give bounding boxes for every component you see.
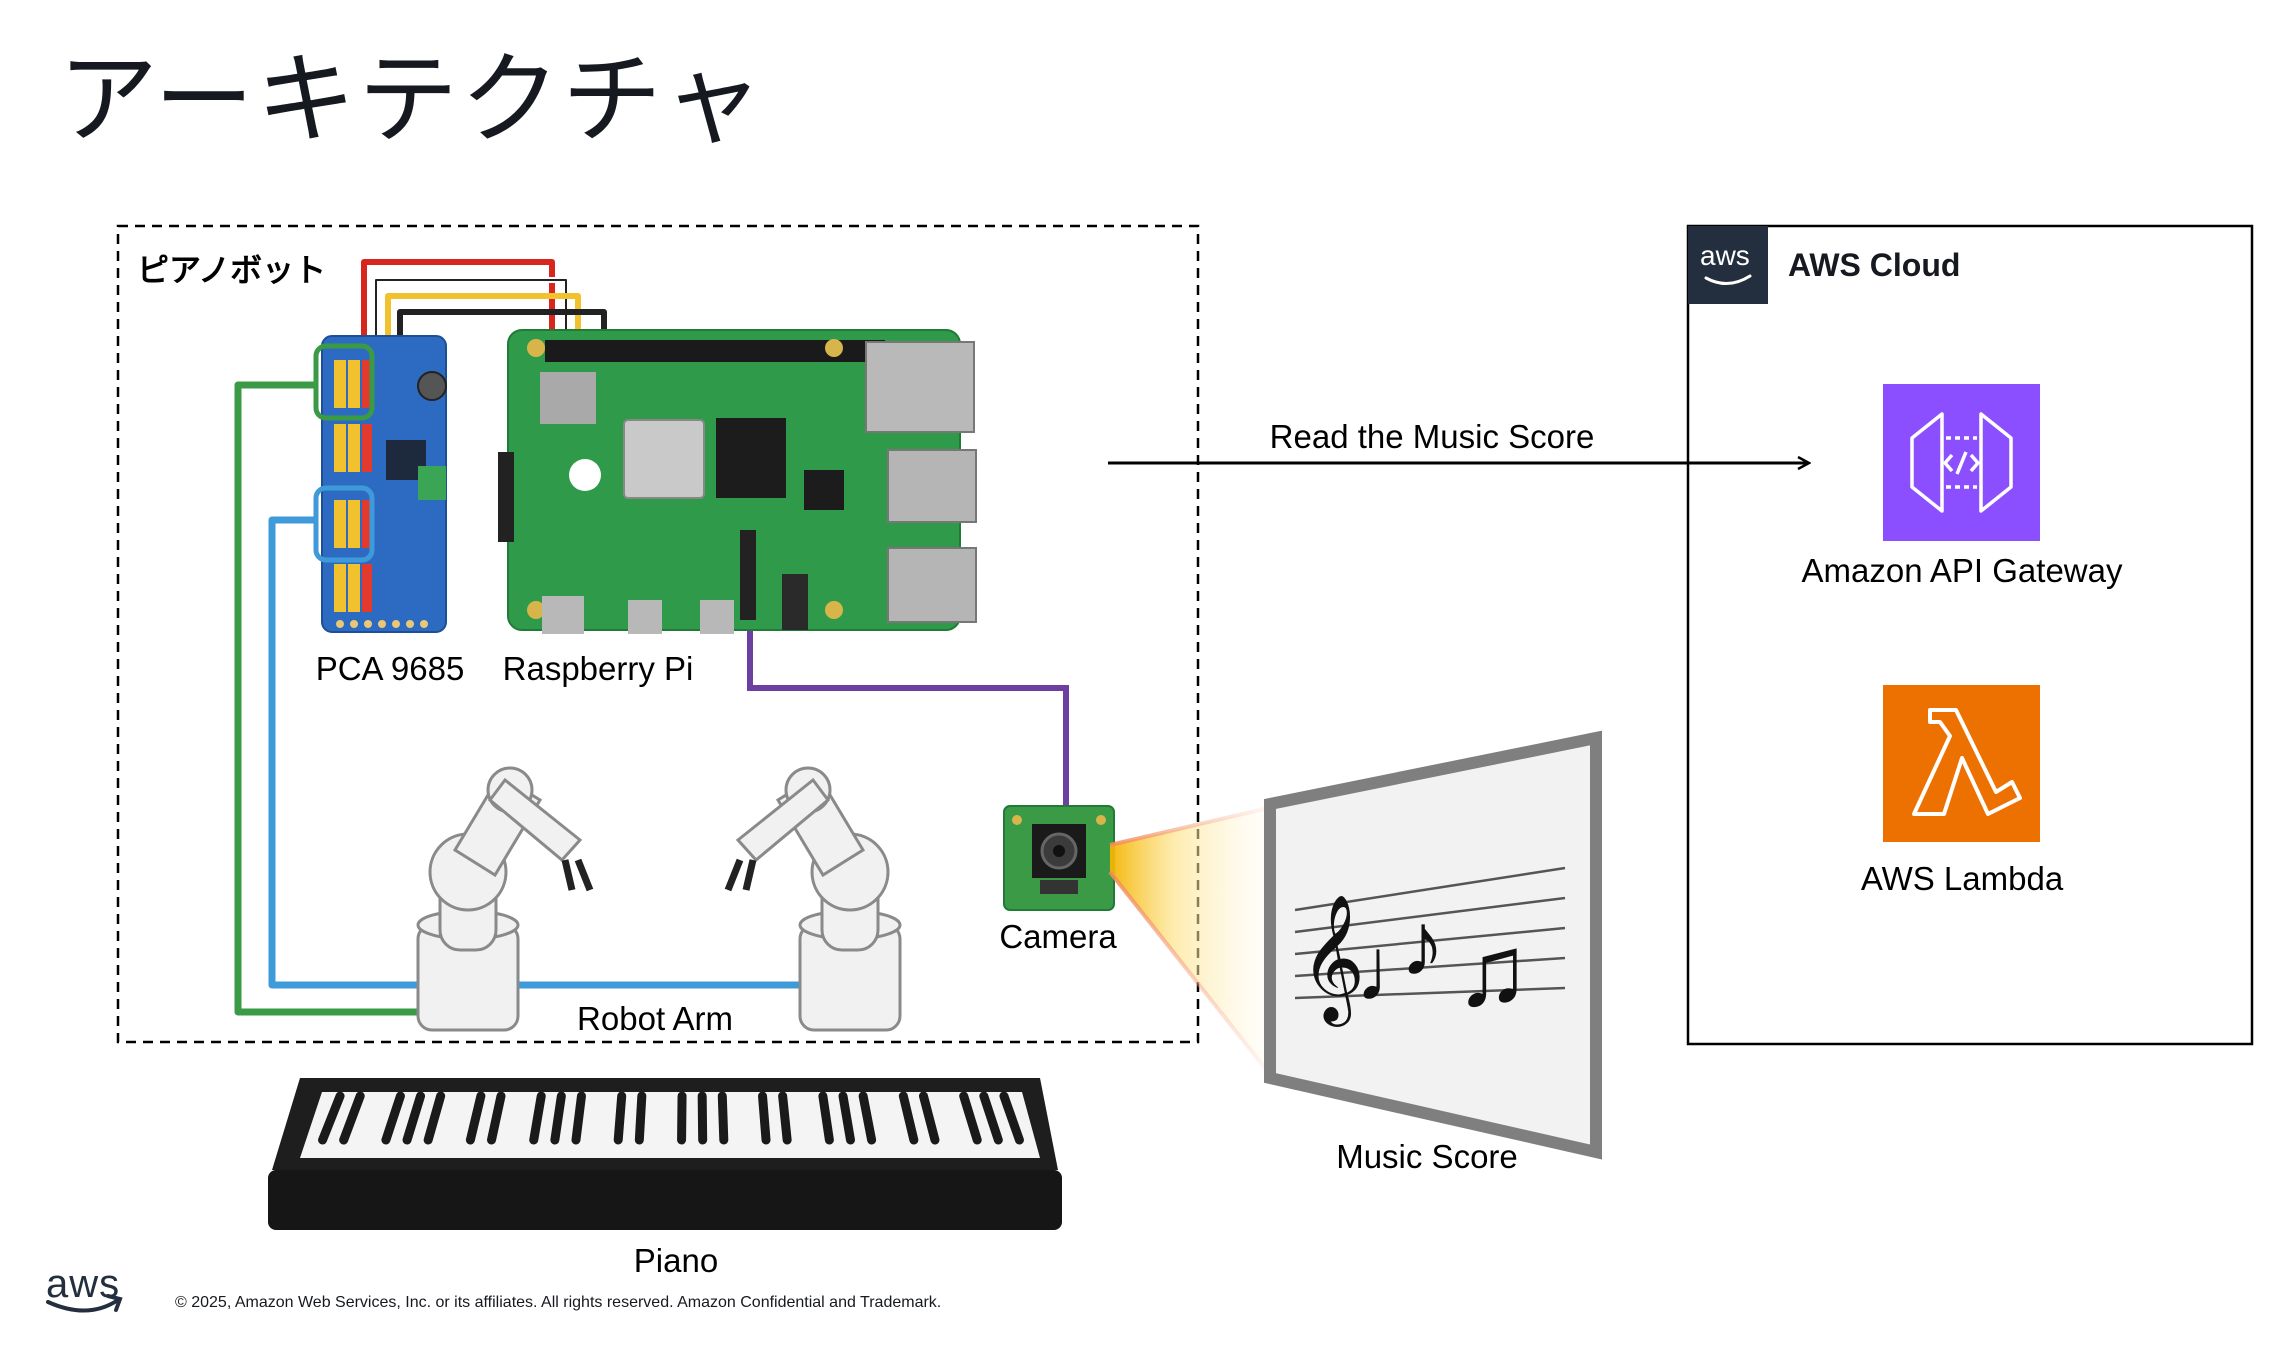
piano-black-key [318, 1091, 345, 1145]
music-score-sheet: 𝄞 ♩ ♪ ♫ [1264, 730, 1602, 1160]
api-gateway-label: Amazon API Gateway [1801, 552, 2123, 589]
piano-black-key [550, 1091, 566, 1145]
piano-label: Piano [633, 1242, 719, 1279]
piano-black-key [487, 1091, 506, 1145]
piano-black-key [818, 1091, 834, 1145]
camera-module [1003, 805, 1115, 911]
piano-black-key [677, 1091, 687, 1145]
aws-cloud-badge [1688, 226, 1768, 304]
slide-title: アーキテクチャ [58, 41, 765, 158]
note-icon: ♩ [1355, 920, 1445, 1020]
aws-logo-text: aws [46, 1262, 121, 1306]
lambda-label: AWS Lambda [1860, 860, 2064, 897]
piano-black-key [758, 1091, 771, 1145]
robot-arm-right [724, 766, 902, 1032]
piano-black-key [381, 1091, 405, 1145]
piano-black-key [959, 1091, 982, 1145]
treble-clef-icon: 𝄞 [1300, 896, 1365, 1027]
raspberry-pi-board [498, 329, 977, 634]
piano-black-key [423, 1091, 446, 1145]
piano-black-keys [318, 1091, 1024, 1145]
aws-cloud-title: AWS Cloud [1788, 247, 1961, 283]
piano-black-key [697, 1091, 708, 1145]
jumper-wires [361, 259, 607, 352]
piano-black-key [634, 1091, 647, 1145]
raspberry-pi-label: Raspberry Pi [502, 650, 694, 687]
piano-black-key [613, 1091, 627, 1145]
piano-black-key [571, 1091, 586, 1145]
pca9685-board [313, 335, 447, 633]
aws-badge-text: aws [1700, 240, 1750, 271]
music-score-label: Music Score [1336, 1138, 1518, 1175]
piano-black-key [858, 1091, 877, 1145]
piano-black-key [838, 1091, 855, 1145]
camera-label: Camera [999, 918, 1117, 955]
lambda-icon [1883, 685, 2040, 842]
piano-black-key [465, 1091, 486, 1145]
piano-black-key [979, 1091, 1003, 1145]
flow-label: Read the Music Score [1269, 418, 1595, 455]
piano-black-key [898, 1091, 919, 1145]
piano-black-key [717, 1091, 729, 1145]
camera-view-beam [1110, 808, 1268, 1072]
api-gateway-icon [1883, 384, 2040, 541]
piano-black-key [529, 1091, 546, 1145]
robot-group-label: ピアノボット [137, 251, 327, 289]
beamed-notes-icon: ♫ [1455, 915, 1530, 1027]
piano-black-key [402, 1091, 426, 1145]
aws-cloud-border [1686, 224, 2254, 1046]
pca9685-label: PCA 9685 [315, 650, 465, 687]
aws-logo-footer [46, 1294, 123, 1313]
robot-arm-left [416, 766, 594, 1032]
piano-black-key [918, 1091, 940, 1145]
eighth-note-icon: ♪ [1400, 895, 1445, 995]
piano-black-key [999, 1091, 1024, 1145]
footer-copyright: © 2025, Amazon Web Services, Inc. or its… [175, 1294, 942, 1311]
servo-wires [234, 381, 820, 1016]
robot-group-border [116, 224, 1200, 1044]
camera-cable [747, 600, 1069, 815]
robot-arm-label: Robot Arm [577, 1000, 733, 1037]
piano-keyboard [268, 1078, 1062, 1230]
piano-black-key [339, 1091, 365, 1145]
piano-black-key [778, 1091, 792, 1145]
